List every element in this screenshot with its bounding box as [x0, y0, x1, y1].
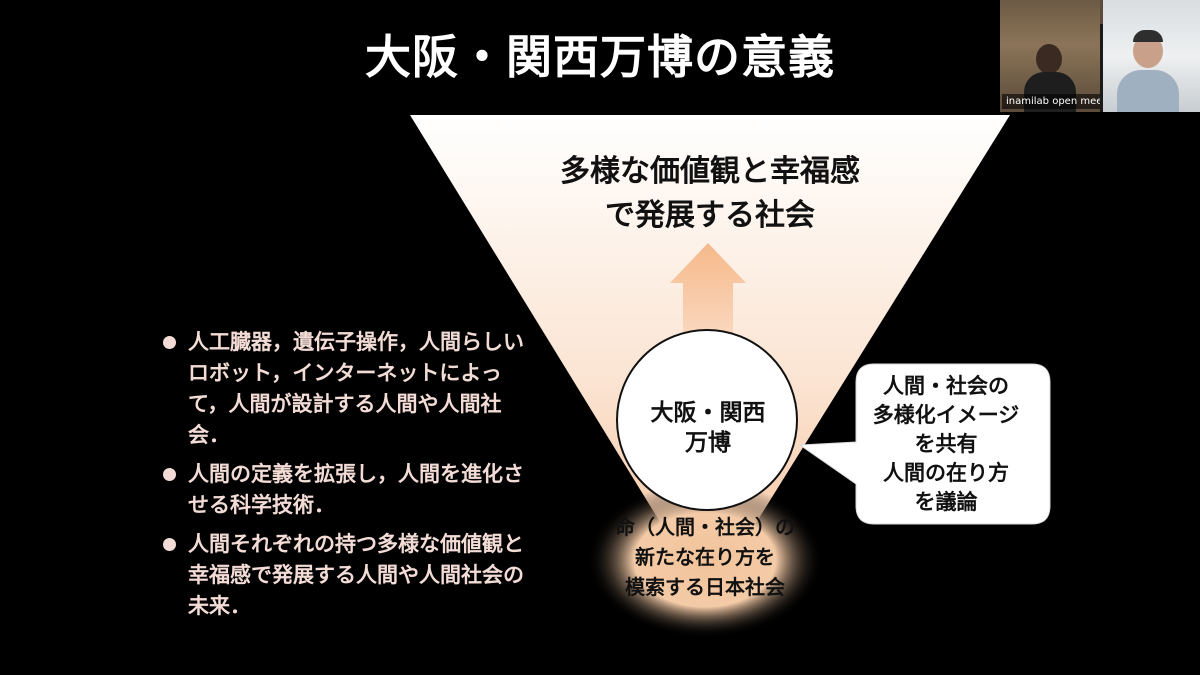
- list-item: 人間の定義を拡張し，人間を進化させる科学技術．: [160, 459, 540, 521]
- speech-bubble-label: 人間・社会の 多様化イメージ を共有 人間の在り方 を議論: [860, 372, 1032, 517]
- circle-line: 大阪・関西: [650, 400, 766, 426]
- video-thumbnail-strip[interactable]: inamilab open meeti...: [1000, 0, 1200, 112]
- list-item: 人工臓器，遺伝子操作，人間らしいロボット，インターネットによって，人間が設計する…: [160, 327, 540, 451]
- bubble-line: 人間の在り方: [883, 461, 1009, 485]
- bubble-line: を議論: [914, 490, 978, 514]
- japan-society-glow: [587, 482, 823, 638]
- glow-line: 命（人間・社会）の: [615, 515, 795, 539]
- goal-line: で発展する社会: [605, 198, 815, 233]
- slide-title: 大阪・関西万博の意義: [365, 30, 835, 84]
- participant-head: [1036, 44, 1062, 74]
- participant-video-1[interactable]: inamilab open meeti...: [1000, 0, 1100, 112]
- japan-society-label: 命（人間・社会）の 新たな在り方を 模索する日本社会: [590, 512, 820, 602]
- upward-arrow: [670, 243, 746, 360]
- bullet-text: 人間それぞれの持つ多様な価値観と幸福感で発展する人間や人間社会の未来．: [188, 532, 524, 618]
- goal-text: 多様な価値観と幸福感 で発展する社会: [470, 150, 950, 238]
- glow-line: 模索する日本社会: [625, 575, 785, 599]
- expo-circle-label: 大阪・関西 万博: [623, 398, 793, 458]
- meeting-name-label: inamilab open meeti...: [1002, 94, 1100, 109]
- goal-line: 多様な価値観と幸福感: [560, 154, 860, 189]
- participant-hair: [1133, 30, 1163, 42]
- circle-line: 万博: [685, 430, 731, 456]
- participant-video-2[interactable]: [1103, 0, 1200, 112]
- bullet-dot-icon: [163, 468, 176, 481]
- bubble-line: を共有: [914, 432, 978, 456]
- bubble-line: 人間・社会の: [883, 374, 1009, 398]
- expo-circle: [616, 329, 798, 511]
- bullet-dot-icon: [163, 538, 176, 551]
- list-item: 人間それぞれの持つ多様な価値観と幸福感で発展する人間や人間社会の未来．: [160, 529, 540, 622]
- bubble-line: 多様化イメージ: [872, 403, 1020, 427]
- participant-body: [1117, 70, 1179, 112]
- bullet-text: 人間の定義を拡張し，人間を進化させる科学技術．: [188, 462, 524, 517]
- speech-bubble: [798, 363, 1051, 525]
- bullet-dot-icon: [163, 336, 176, 349]
- bullet-text: 人工臓器，遺伝子操作，人間らしいロボット，インターネットによって，人間が設計する…: [188, 330, 524, 447]
- glow-line: 新たな在り方を: [635, 545, 775, 569]
- bullet-list: 人工臓器，遺伝子操作，人間らしいロボット，インターネットによって，人間が設計する…: [160, 327, 540, 630]
